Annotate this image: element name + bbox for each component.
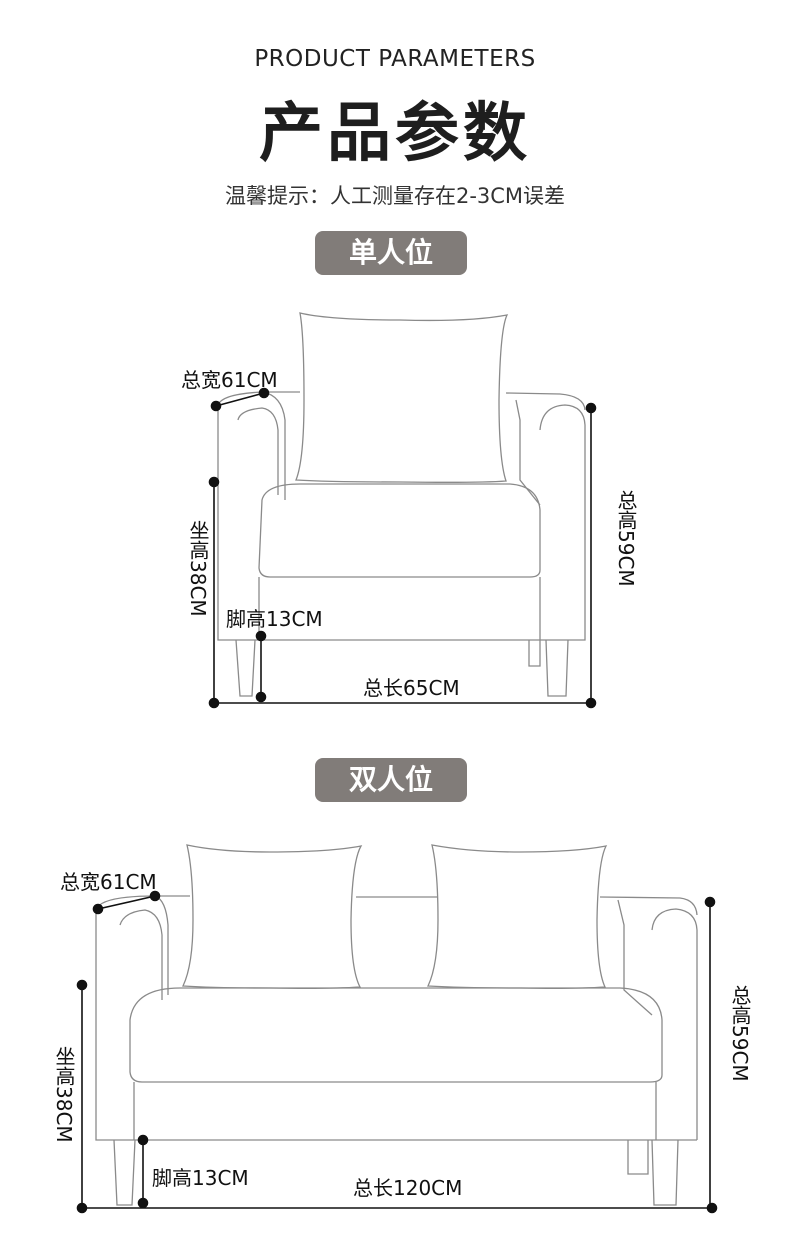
single-dimension-lines [208, 387, 597, 709]
double-seat-height-label: 坐高38CM [52, 1046, 76, 1143]
page-title: 产品参数 [259, 97, 531, 171]
double-length-label: 总长120CM [353, 1176, 463, 1200]
double-sofa-drawing [95, 844, 698, 1206]
single-seat-badge: 单人位 [315, 231, 467, 275]
double-width-label: 总宽61CM [60, 870, 157, 894]
single-width-label: 总宽61CM [181, 368, 278, 392]
double-dimension-lines [76, 890, 718, 1214]
double-seat-badge: 双人位 [315, 758, 467, 802]
double-total-height-label: 总高59CM [728, 985, 752, 1082]
single-seat-height-label: 坐高38CM [186, 520, 210, 617]
english-title: PRODUCT PARAMETERS [254, 46, 536, 72]
measurement-tip: 温馨提示：人工测量存在2-3CM误差 [224, 184, 566, 208]
single-length-label: 总长65CM [363, 676, 460, 700]
single-leg-height-label: 脚高13CM [226, 607, 323, 631]
single-sofa-drawing [217, 312, 586, 697]
double-leg-height-label: 脚高13CM [152, 1166, 249, 1190]
single-total-height-label: 总高59CM [614, 490, 638, 587]
